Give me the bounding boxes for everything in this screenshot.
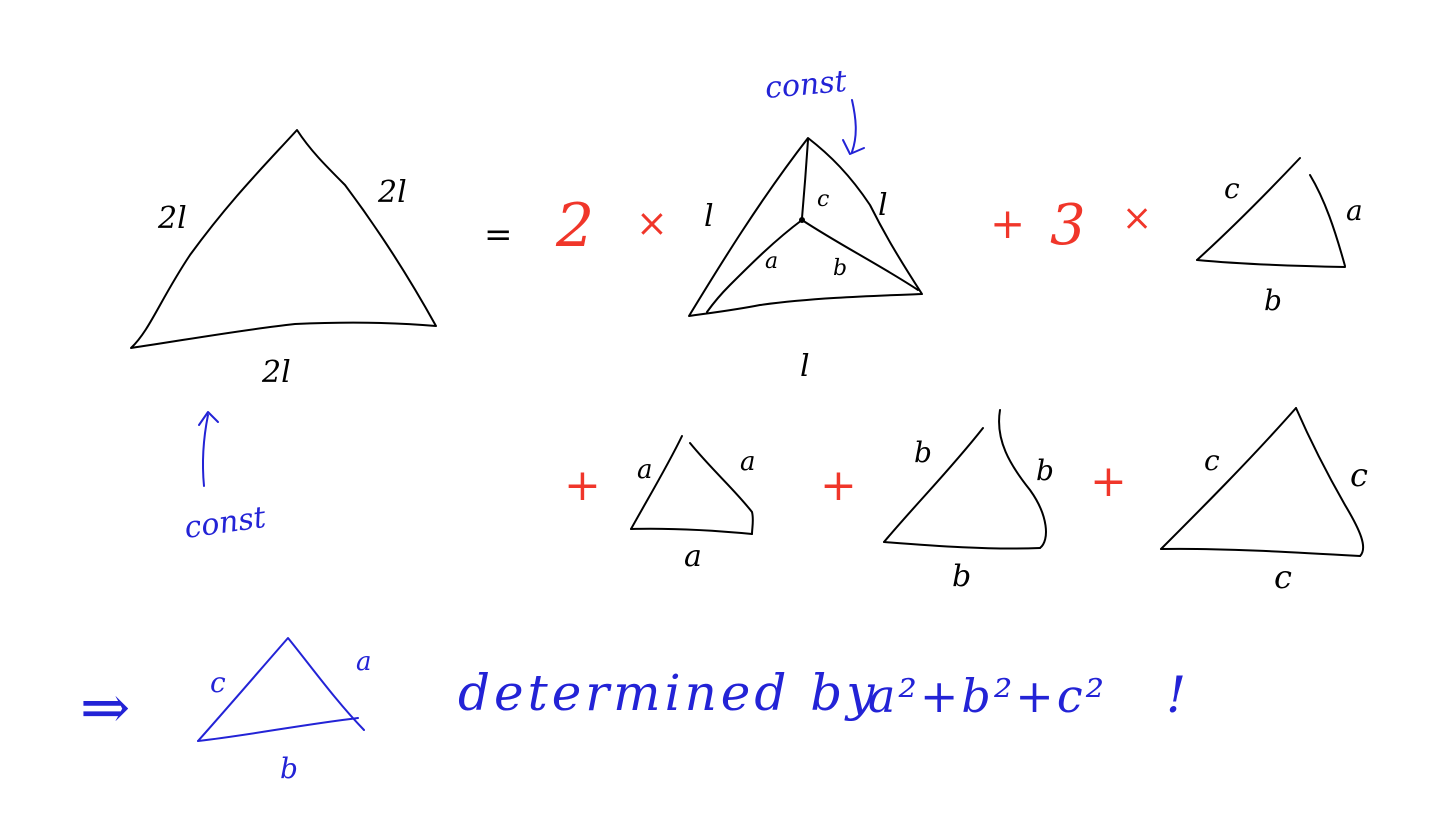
big-triangle-side-bottom-label: 2l	[261, 355, 291, 390]
triangle-ccc-bottom-label: c	[1274, 558, 1292, 596]
conclusion-side-a-label: a	[356, 647, 372, 677]
triangle-aaa-bottom-label: a	[684, 539, 702, 574]
sum-of-squares-formula: a²+b²+c²	[868, 669, 1107, 723]
row2-plus-2: +	[820, 460, 857, 511]
row2-plus-3: +	[1090, 456, 1127, 507]
term1-coefficient: 2	[555, 191, 594, 261]
triangle-bbb	[883, 409, 1047, 550]
term2-side-c-label: c	[1224, 172, 1240, 205]
triangle-ccc	[1160, 407, 1365, 557]
inner-vertex-point	[799, 217, 805, 223]
triangle-bbb-left-label: b	[914, 436, 932, 469]
triangle-aaa-right-label: a	[740, 447, 756, 477]
term1-outer-bottom-label: l	[800, 349, 810, 384]
term2-plus: +	[990, 199, 1025, 248]
equals-sign: =	[484, 215, 513, 255]
row2-plus-1: +	[564, 460, 601, 511]
conclusion-triangle	[197, 637, 365, 742]
conclusion-side-b-label: b	[280, 752, 298, 785]
term1-triangle	[688, 137, 923, 317]
triangle-bbb-bottom-label: b	[952, 559, 971, 594]
term1-outer-left-label: l	[704, 199, 714, 234]
const-note-left: const	[182, 500, 269, 546]
term1-inner-c-label: c	[817, 187, 829, 212]
term1-outer-right-label: l	[878, 188, 888, 223]
term2-side-b-label: b	[1264, 284, 1282, 317]
term1-times: ×	[636, 201, 668, 245]
exclamation-mark: !	[1166, 666, 1186, 724]
implies-arrow: ⇒	[80, 673, 130, 743]
const-arrow-up	[198, 411, 219, 487]
triangle-aaa	[630, 435, 754, 535]
big-triangle-side-left-label: 2l	[157, 201, 187, 236]
term2-times: ×	[1122, 198, 1152, 239]
term1-inner-a-label: a	[765, 249, 778, 274]
big-triangle	[130, 129, 437, 349]
const-note-top: const	[764, 64, 849, 106]
triangle-ccc-left-label: c	[1204, 444, 1220, 477]
const-arrow-down	[842, 99, 865, 155]
term2-side-a-label: a	[1346, 194, 1363, 227]
triangle-bbb-right-label: b	[1036, 454, 1054, 487]
conclusion-side-c-label: c	[210, 666, 226, 699]
term1-inner-b-label: b	[833, 256, 847, 281]
triangle-ccc-right-label: c	[1350, 456, 1368, 494]
determined-by-text: determined by	[458, 664, 879, 722]
big-triangle-side-right-label: 2l	[377, 175, 407, 210]
term2-triangle	[1196, 157, 1346, 268]
triangle-aaa-left-label: a	[637, 455, 653, 485]
term2-coefficient: 3	[1050, 193, 1086, 258]
